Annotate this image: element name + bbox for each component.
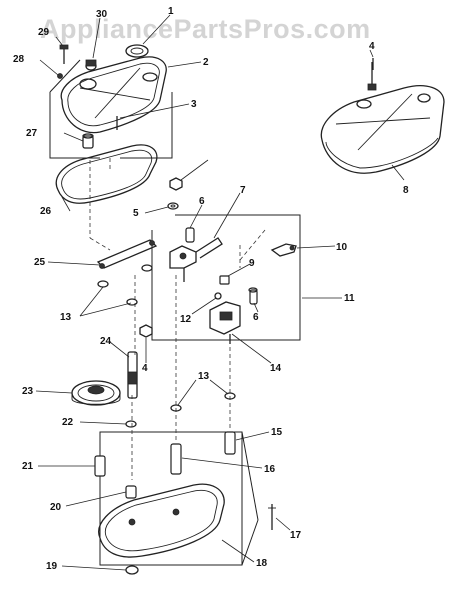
gear-housing-base-part-18 xyxy=(99,484,224,557)
spacer-part-16 xyxy=(171,444,181,474)
callout-16: 16 xyxy=(264,464,276,475)
gasket-part-26 xyxy=(56,145,157,203)
callout-26: 26 xyxy=(40,206,52,217)
callout-20: 20 xyxy=(50,502,62,513)
callout-7: 7 xyxy=(240,185,246,196)
callout-28: 28 xyxy=(13,54,25,65)
cap-part-9 xyxy=(220,276,229,284)
callout-22: 22 xyxy=(62,417,74,428)
actuator-arm-part-7 xyxy=(170,238,222,282)
callout-25: 25 xyxy=(34,257,46,268)
callout-24: 24 xyxy=(100,336,112,347)
callout-6-upper: 6 xyxy=(199,196,205,207)
callout-4-lower: 4 xyxy=(142,363,148,374)
callout-14: 14 xyxy=(270,363,282,374)
callout-23: 23 xyxy=(22,386,34,397)
callout-10: 10 xyxy=(336,242,348,253)
bushing-part-27 xyxy=(83,134,93,148)
callout-1: 1 xyxy=(168,6,174,17)
callout-18: 18 xyxy=(256,558,268,569)
callout-12: 12 xyxy=(180,314,192,325)
watermark-text: AppliancePartsPros.com xyxy=(40,14,371,44)
callout-17: 17 xyxy=(290,530,302,541)
cam-assembly-part-14 xyxy=(210,302,240,344)
shaft-part-24 xyxy=(128,352,137,398)
link-bar-part-25 xyxy=(98,240,156,269)
callout-19: 19 xyxy=(46,561,58,572)
bushing-part-20 xyxy=(126,486,136,498)
callout-8: 8 xyxy=(403,185,409,196)
washers-part-13-upper xyxy=(98,265,152,305)
main-gear-part-23 xyxy=(72,381,120,405)
callout-11: 11 xyxy=(344,293,355,304)
callout-5: 5 xyxy=(133,208,139,219)
callout-21: 21 xyxy=(22,461,34,472)
spacer-part-21 xyxy=(95,456,105,476)
washer-part-22 xyxy=(126,421,136,427)
callout-13-lower: 13 xyxy=(198,371,210,382)
callout-27: 27 xyxy=(26,128,38,139)
callout-30: 30 xyxy=(96,9,108,20)
seal-ring-part-1 xyxy=(126,45,148,57)
callout-9: 9 xyxy=(249,258,255,269)
callout-13-upper: 13 xyxy=(60,312,72,323)
spacer-part-15 xyxy=(225,432,235,454)
screw-part-29 xyxy=(60,45,68,64)
gear-cover-part-2 xyxy=(61,57,166,133)
callout-6-lower: 6 xyxy=(253,312,259,323)
bearing-part-30 xyxy=(86,60,96,70)
pin-part-6-lower xyxy=(249,288,257,304)
callout-labels: 30 1 29 28 2 3 27 4 26 5 6 7 8 25 10 9 1… xyxy=(13,6,409,572)
nut-part-4-middle xyxy=(170,178,182,190)
callout-15: 15 xyxy=(271,427,283,438)
nut-part-4-lower xyxy=(140,325,152,337)
gearbox-assembly-part-8 xyxy=(321,62,444,173)
screw-part-17 xyxy=(268,504,276,530)
washer-part-28 xyxy=(58,74,63,79)
callout-2: 2 xyxy=(203,57,209,68)
callout-3: 3 xyxy=(191,99,197,110)
foot-part-19 xyxy=(126,566,138,574)
callout-29: 29 xyxy=(38,27,50,38)
spacer-part-6-upper xyxy=(186,228,194,242)
callout-4-upper: 4 xyxy=(369,41,375,52)
washer-part-5 xyxy=(168,203,178,209)
clip-part-10 xyxy=(272,244,296,256)
